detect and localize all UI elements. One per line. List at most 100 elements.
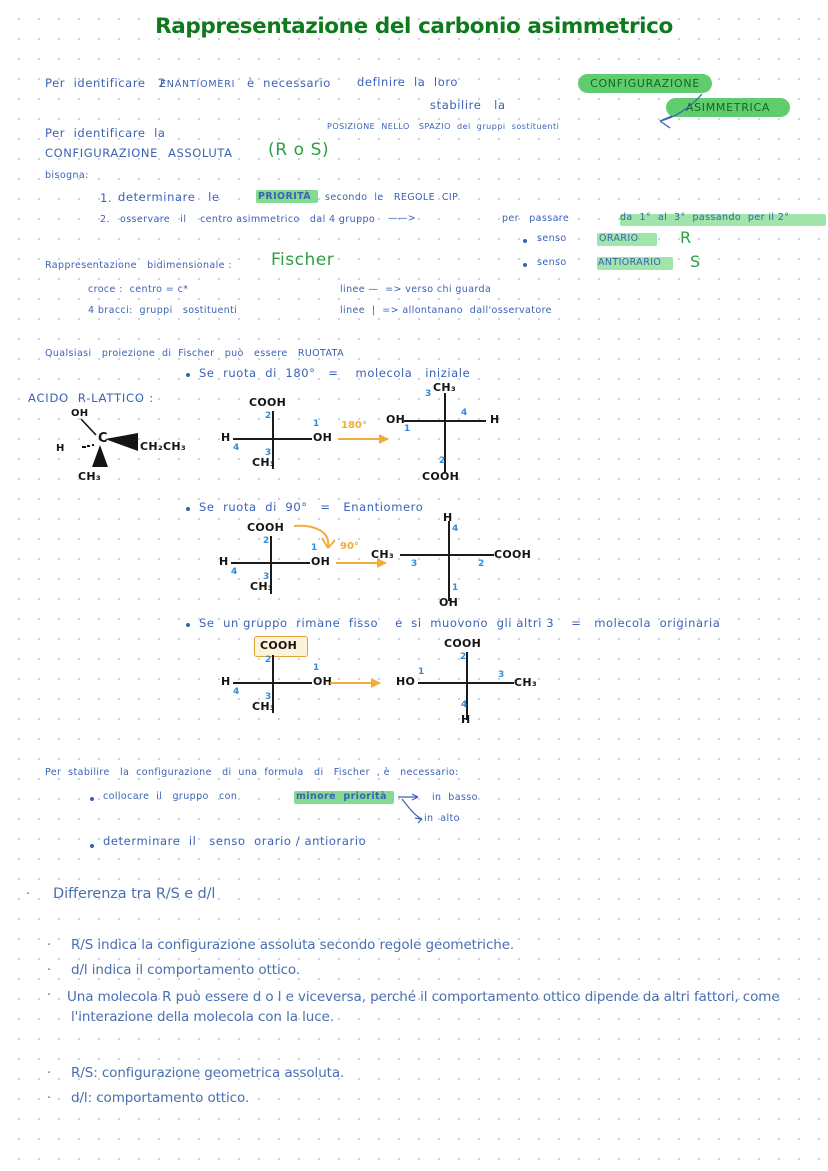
config-branch-basso: in basso <box>432 792 478 803</box>
intro-bisogna: bisogna: <box>45 170 89 181</box>
d1r-right-label: H <box>490 413 500 426</box>
fischer-bracci: 4 bracci: gruppi sostituenti <box>88 305 238 316</box>
fischer-def-line: Rappresentazione bidimensionale : <box>45 260 232 271</box>
d3r-right-label: CH₃ <box>514 676 537 689</box>
step2-arrow: ——> <box>388 213 417 224</box>
d2l-bottom-label: CH₃ <box>250 580 273 593</box>
rotation-text-3: Se un gruppo rimane fisso e si muovono g… <box>199 616 721 630</box>
d2r-left-label: CH₃ <box>371 548 394 561</box>
d1l-top-num: 2 <box>265 411 272 421</box>
d3r-left-num: 1 <box>418 667 425 677</box>
step2-text-b: per passare <box>502 213 570 224</box>
typed-summary-2-dot: · <box>47 1091 52 1106</box>
d2r-right-label: COOH <box>494 548 532 561</box>
intro-enantiomeri: ENANTIOMERI <box>160 79 236 90</box>
senso-letter-r: R <box>680 228 692 247</box>
step2-text-a: osservare il centro asimmetrico dal 4 gr… <box>120 214 376 225</box>
intro-line1-d: definire la loro <box>357 75 459 89</box>
d2-reaction-arrow <box>336 557 387 568</box>
typed-bullet-1: R/S indica la configurazione assoluta se… <box>71 937 515 953</box>
step1-text-a: determinare le <box>118 190 220 204</box>
rotations-intro: Qualsiasi proiezione di Fischer può esse… <box>45 348 345 359</box>
d3r-horizontal-bar <box>418 682 514 685</box>
rotation-text-1: Se ruota di 180° = molecola iniziale <box>199 366 471 380</box>
rotation-bullet-1 <box>186 373 190 377</box>
d1r-top-label: CH₃ <box>433 381 456 394</box>
d2l-right-label: OH <box>311 555 331 568</box>
d1l-bottom-label: CH₃ <box>252 456 275 469</box>
highlight-orario <box>597 233 657 246</box>
intro-assoluta: ASSOLUTA <box>168 146 233 160</box>
d3l-top-num: 2 <box>265 655 272 665</box>
step2-number: 2. <box>100 214 110 225</box>
senso-letter-s: S <box>690 252 701 271</box>
senso-bullet-2 <box>523 263 527 267</box>
intro-line2: stabilire la <box>430 98 506 112</box>
d1l-top-label: COOH <box>249 396 287 409</box>
d2l-left-num: 4 <box>231 567 238 577</box>
senso-label-2: senso <box>537 257 567 268</box>
d3l-horizontal-bar <box>233 682 312 685</box>
intro-line1-a: Per identificare 2 <box>45 76 167 90</box>
typed-summary-1-dot: · <box>47 1066 52 1081</box>
d3l-right-num: 1 <box>313 663 320 673</box>
d3l-bottom-label: CH₃ <box>252 700 275 713</box>
d1-arrow-label: 180° <box>341 420 367 431</box>
d3r-bottom-num: 4 <box>461 700 468 710</box>
d1l-right-num: 1 <box>313 419 320 429</box>
d1r-horizontal-bar <box>404 420 486 423</box>
d2r-top-num: 4 <box>452 524 459 534</box>
d2l-vertical-bar <box>270 536 273 594</box>
highlight-antiorario <box>597 257 673 270</box>
d3r-top-label: COOH <box>444 637 482 650</box>
step1-text-b: secondo le REGOLE CIP <box>325 192 459 203</box>
d2r-left-num: 3 <box>411 559 418 569</box>
d3r-top-num: 2 <box>460 652 467 662</box>
config-bullet-2 <box>90 844 94 848</box>
fischer-linee-verticali: linee | => allontanano dall'osservatore <box>340 305 552 316</box>
config-b1-text: collocare il gruppo con <box>103 791 238 802</box>
d2-arrow-label: 90° <box>340 541 359 552</box>
rotation-bullet-2 <box>186 507 190 511</box>
intro-rs-notation: (R o S) <box>268 140 330 160</box>
cooh-highlight-box <box>254 636 308 657</box>
d3l-left-label: H <box>221 675 231 688</box>
d3r-vertical-bar <box>466 652 469 720</box>
svg-text:C: C <box>98 431 108 446</box>
d2r-horizontal-bar <box>400 554 494 557</box>
d1r-vertical-bar <box>444 393 447 473</box>
config-b1-highlight: minore priorità <box>296 791 387 802</box>
step2-passaggio: da 1° al 3° passando per il 2° <box>620 212 790 223</box>
d2l-top-num: 2 <box>263 536 270 546</box>
d2r-right-num: 2 <box>478 559 485 569</box>
curved-arrow-icon <box>659 93 703 129</box>
typed-heading: Differenza tra R/S e d/l <box>53 886 216 902</box>
acid-caption: ACIDO R-LATTICO : <box>28 391 154 405</box>
typed-bullet-3: Una molecola R può essere d o l e viceve… <box>67 989 780 1026</box>
senso-antiorario: ANTIORARIO <box>598 257 662 268</box>
highlight-passaggio <box>620 214 826 226</box>
d2l-right-num: 1 <box>311 543 318 553</box>
rotation-bullet-3 <box>186 623 190 627</box>
intro-line1-c: è necessario <box>247 76 331 90</box>
d2l-horizontal-bar <box>231 562 310 565</box>
d1l-left-num: 4 <box>233 443 240 453</box>
d1l-bottom-num: 3 <box>265 448 272 458</box>
intro-line3: Per identificare la <box>45 126 166 140</box>
pill-asimmetrica: ASIMMETRICA <box>666 98 790 117</box>
d3l-left-num: 4 <box>233 687 240 697</box>
d3l-bottom-num: 3 <box>265 692 272 702</box>
typed-summary-2: d/l: comportamento ottico. <box>71 1090 250 1106</box>
highlight-priorita <box>256 190 318 203</box>
typed-bullet-1-dot: · <box>47 938 52 953</box>
step1-priorita: PRIORITÀ <box>258 191 312 202</box>
d3l-top-label: COOH <box>260 639 298 652</box>
acid-label-oh: OH <box>71 408 89 419</box>
d3r-left-label: HO <box>396 675 416 688</box>
d1r-right-num: 4 <box>461 408 468 418</box>
intro-configurazione: CONFIGURAZIONE <box>45 146 159 160</box>
branch-arrows-icon <box>398 793 423 824</box>
pill-configurazione: CONFIGURAZIONE <box>578 74 712 93</box>
d3l-right-label: OH <box>313 675 333 688</box>
